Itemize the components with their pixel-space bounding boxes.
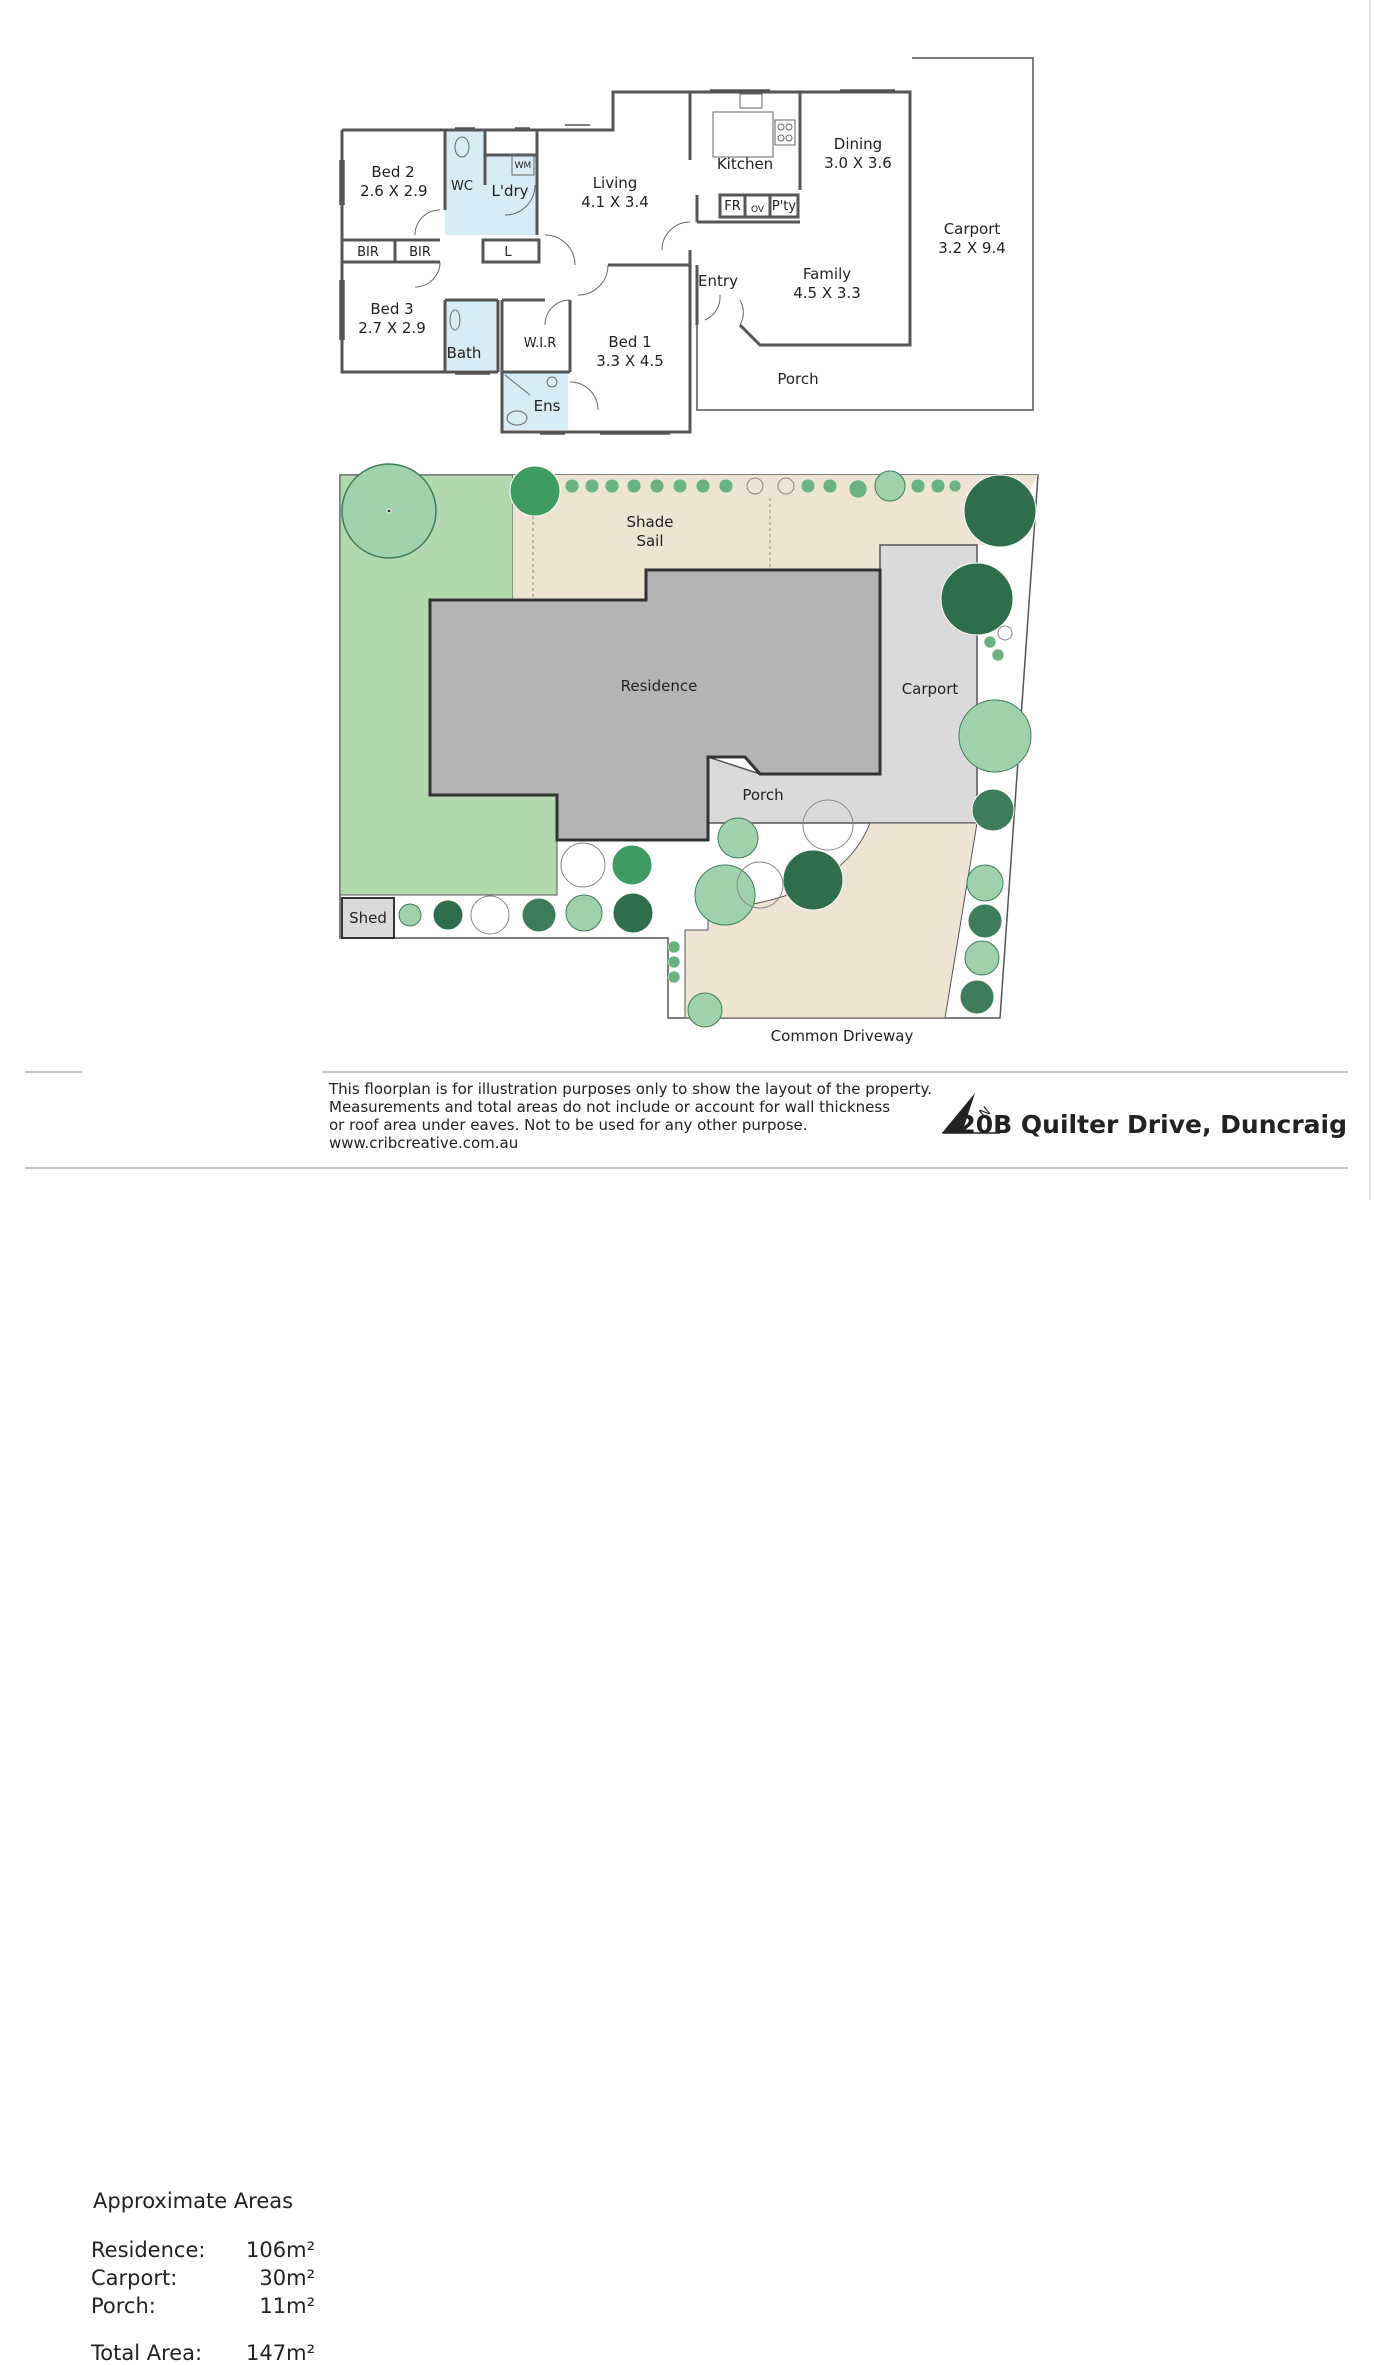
cooktop-icon	[774, 119, 796, 146]
area-label-carport: Carport:	[91, 2266, 178, 2290]
total-area-label: Total Area:	[91, 2341, 203, 2365]
common-driveway-label: Common Driveway	[770, 1027, 914, 1045]
site-plan	[339, 463, 1039, 1028]
carport-site-label: Carport	[901, 680, 959, 698]
shower-icon	[504, 374, 531, 396]
washing-machine-label: WM	[514, 161, 532, 171]
floor-plan	[339, 57, 1034, 435]
laundry-label: L'dry	[491, 182, 529, 200]
property-address: 20B Quilter Drive, Duncraig	[958, 1110, 1347, 1139]
area-value-residence: 106m²	[246, 2238, 315, 2262]
bath-label: Bath	[446, 344, 482, 362]
basin-icon	[449, 309, 461, 331]
total-area-value: 147m²	[246, 2341, 315, 2365]
entry-label: Entry	[698, 272, 738, 290]
linen-label: L	[504, 245, 512, 260]
area-value-porch: 11m²	[259, 2294, 315, 2318]
kitchen-label: Kitchen	[716, 155, 774, 173]
disclaimer-line: This floorplan is for illustration purpo…	[329, 1080, 933, 1098]
disclaimer-line: Measurements and total areas do not incl…	[329, 1098, 891, 1116]
fridge-label: FR	[724, 199, 741, 214]
wc-label: WC	[451, 179, 473, 194]
areas-heading: Approximate Areas	[93, 2189, 294, 2213]
disclaimer: This floorplan is for illustration purpo…	[329, 1080, 949, 1152]
bir-label-2: BIR	[409, 245, 431, 260]
disclaimer-line: or roof area under eaves. Not to be used…	[329, 1116, 808, 1134]
toilet-icon	[454, 136, 470, 158]
ensuite-label: Ens	[533, 397, 561, 415]
plan-drawing: N	[25, 0, 1371, 1200]
wir-label: W.I.R	[523, 336, 557, 351]
sink-icon	[739, 93, 763, 109]
website-link[interactable]: www.cribcreative.com.au	[329, 1134, 519, 1152]
shed-label: Shed	[349, 909, 387, 927]
porch-floor-label: Porch	[777, 370, 819, 388]
bir-label-1: BIR	[357, 245, 379, 260]
porch-site-label: Porch	[742, 786, 784, 804]
pantry-label: P'ty	[771, 199, 797, 214]
area-label-porch: Porch:	[91, 2294, 156, 2318]
residence-label: Residence	[620, 677, 698, 695]
area-value-carport: 30m²	[259, 2266, 315, 2290]
oven-label: OV	[750, 205, 765, 215]
area-label-residence: Residence:	[91, 2238, 206, 2262]
